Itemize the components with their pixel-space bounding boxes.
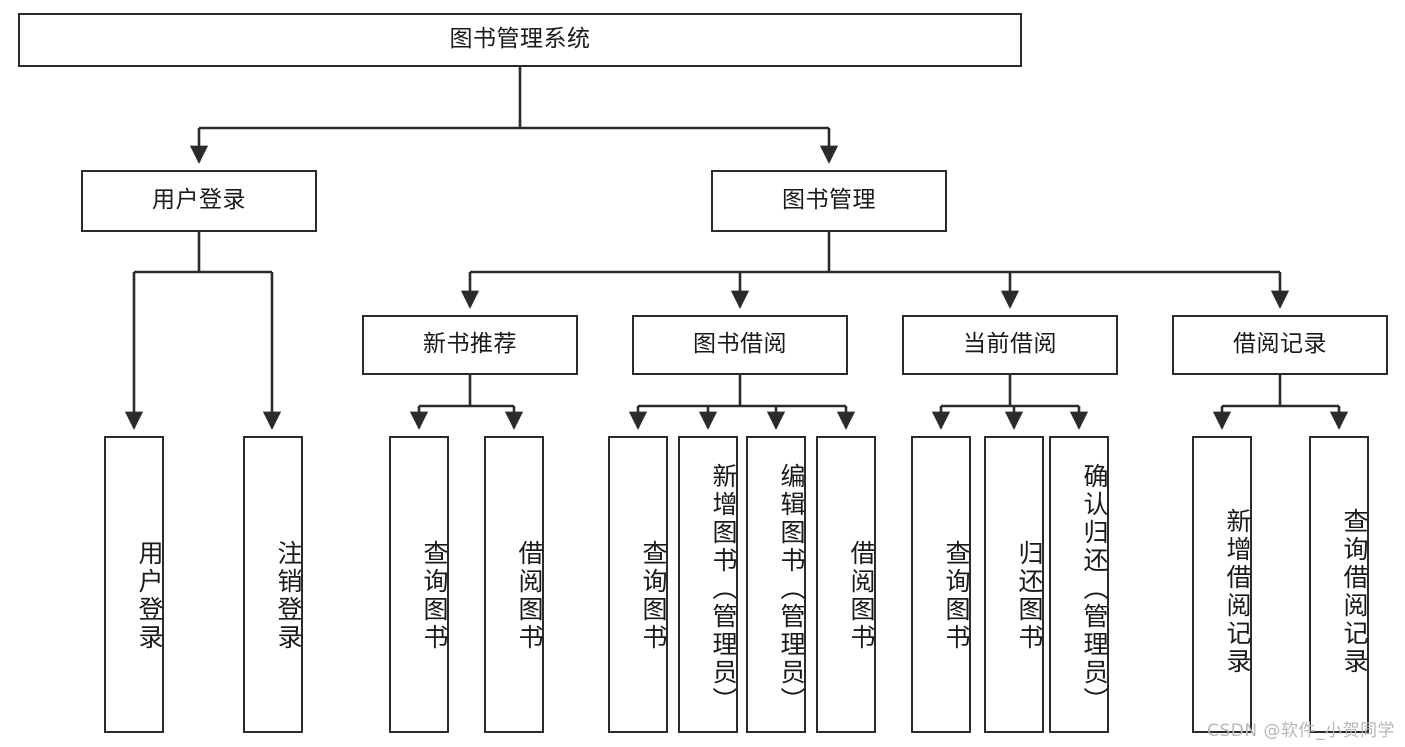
leaf-return-book[interactable]: 归还图书	[984, 436, 1044, 733]
leaf-add-book-label: 新增图书（管理员）	[709, 462, 738, 715]
node-root-system[interactable]: 图书管理系统	[18, 13, 1022, 67]
node-book-borrow-label: 图书借阅	[693, 331, 787, 358]
leaf-logout-label: 注销登录	[274, 539, 303, 652]
node-borrow-record-label: 借阅记录	[1233, 331, 1327, 358]
leaf-confirm-return-label: 确认归还（管理员）	[1080, 462, 1109, 715]
leaf-return-book-label: 归还图书	[1015, 539, 1044, 652]
leaf-borrow-book-brw-label: 借阅图书	[847, 539, 876, 652]
leaf-borrow-book-brw[interactable]: 借阅图书	[816, 436, 876, 733]
leaf-query-book-cur[interactable]: 查询图书	[911, 436, 971, 733]
node-new-book-recommend[interactable]: 新书推荐	[362, 315, 578, 375]
leaf-add-record-label: 新增借阅记录	[1223, 507, 1252, 676]
leaf-confirm-return[interactable]: 确认归还（管理员）	[1049, 436, 1109, 733]
node-current-borrow[interactable]: 当前借阅	[902, 315, 1118, 375]
csdn-watermark: CSDN @软件_小贺同学	[1207, 721, 1395, 741]
leaf-query-book-brw[interactable]: 查询图书	[608, 436, 668, 733]
leaf-edit-book[interactable]: 编辑图书（管理员）	[746, 436, 806, 733]
leaf-borrow-book-rec[interactable]: 借阅图书	[484, 436, 544, 733]
node-current-borrow-label: 当前借阅	[963, 331, 1057, 358]
node-user-login-label: 用户登录	[152, 187, 246, 214]
leaf-add-book[interactable]: 新增图书（管理员）	[678, 436, 738, 733]
leaf-query-book-cur-label: 查询图书	[942, 539, 971, 652]
node-root-system-label: 图书管理系统	[449, 26, 591, 53]
leaf-user-login[interactable]: 用户登录	[104, 436, 164, 733]
leaf-borrow-book-rec-label: 借阅图书	[515, 539, 544, 652]
leaf-edit-book-label: 编辑图书（管理员）	[777, 462, 806, 715]
node-book-manage-label: 图书管理	[782, 187, 876, 214]
leaf-query-record[interactable]: 查询借阅记录	[1309, 436, 1369, 733]
leaf-logout[interactable]: 注销登录	[243, 436, 303, 733]
node-new-book-recommend-label: 新书推荐	[423, 331, 517, 358]
leaf-user-login-label: 用户登录	[135, 539, 164, 652]
leaf-query-book-rec[interactable]: 查询图书	[389, 436, 449, 733]
leaf-add-record[interactable]: 新增借阅记录	[1192, 436, 1252, 733]
node-book-manage[interactable]: 图书管理	[711, 170, 947, 232]
node-book-borrow[interactable]: 图书借阅	[632, 315, 848, 375]
leaf-query-book-rec-label: 查询图书	[420, 539, 449, 652]
node-borrow-record[interactable]: 借阅记录	[1172, 315, 1388, 375]
leaf-query-record-label: 查询借阅记录	[1340, 507, 1369, 676]
leaf-query-book-brw-label: 查询图书	[639, 539, 668, 652]
node-user-login[interactable]: 用户登录	[81, 170, 317, 232]
